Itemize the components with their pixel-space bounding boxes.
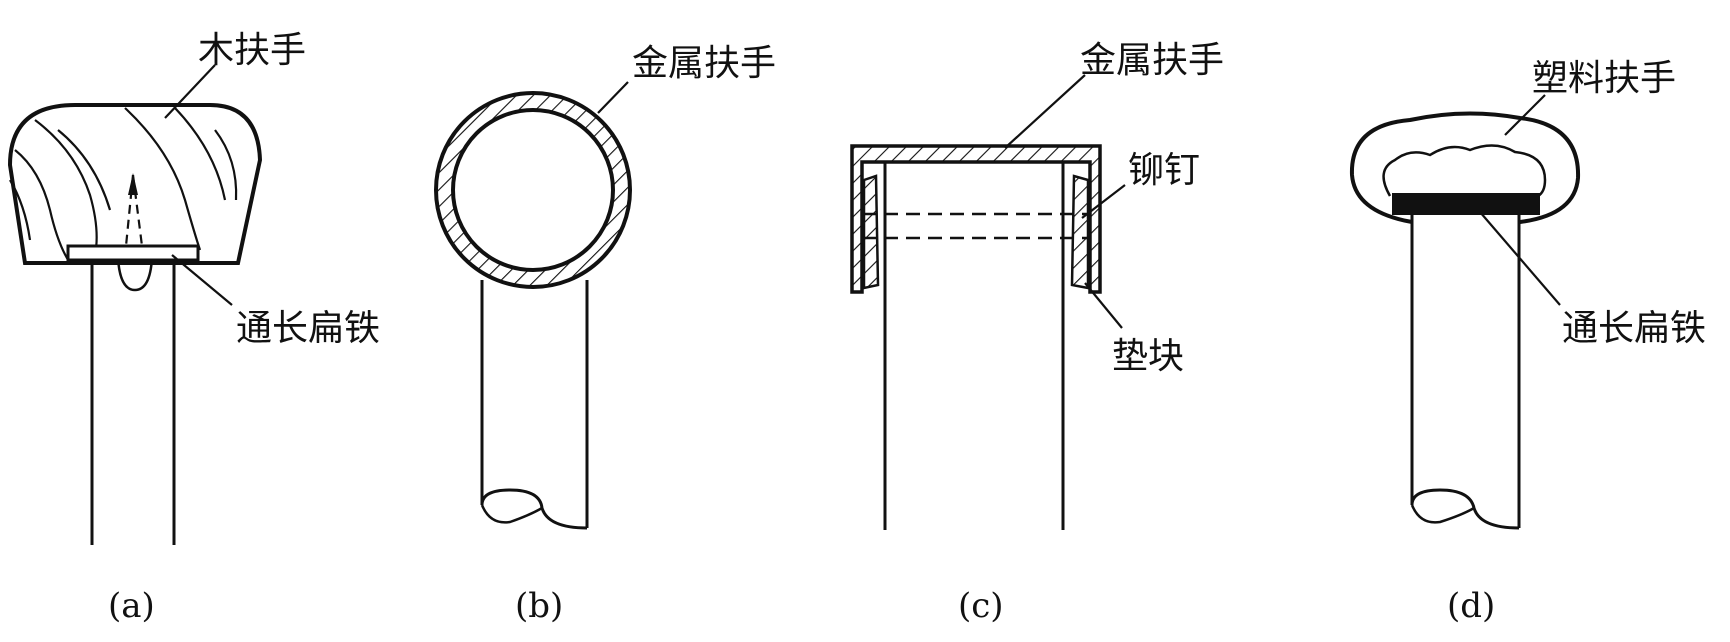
baluster-c — [883, 162, 1065, 530]
figure-b: 金属扶手 (b) — [434, 43, 776, 626]
pad-blocks-c — [862, 174, 1090, 290]
metal-tube-b — [434, 91, 632, 289]
label-metal-handrail-c: 金属扶手 — [1080, 40, 1224, 81]
leader-bottom-d — [1479, 211, 1561, 306]
rivet-c — [862, 212, 1090, 240]
label-flat-iron-a: 通长扁铁 — [236, 308, 380, 349]
leader-top-c — [1004, 74, 1086, 149]
figure-d: 塑料扶手 通长扁铁 (d) — [1349, 58, 1706, 626]
baluster-b — [480, 280, 589, 530]
caption-b: (b) — [515, 586, 563, 626]
label-wood-handrail: 木扶手 — [198, 30, 306, 71]
leader-top-d — [1504, 94, 1546, 136]
plastic-handrail-d — [1349, 111, 1581, 224]
leader-bottom-a — [171, 254, 233, 306]
label-metal-handrail-b: 金属扶手 — [632, 43, 776, 84]
flat-iron-bar-a — [66, 244, 200, 262]
caption-c: (c) — [958, 586, 1004, 626]
caption-a: (a) — [108, 586, 155, 626]
leader-pad-c — [1084, 282, 1123, 329]
figure-a: 木扶手 通长扁铁 (a) — [7, 30, 380, 626]
label-rivet: 铆钉 — [1128, 150, 1200, 191]
wood-handrail-a — [7, 103, 263, 265]
flat-iron-bar-d — [1392, 193, 1540, 215]
baluster-a — [90, 257, 176, 545]
caption-d: (d) — [1447, 586, 1495, 626]
label-pad-block: 垫块 — [1112, 336, 1184, 377]
metal-channel-c — [850, 144, 1102, 294]
label-plastic-handrail: 塑料扶手 — [1532, 58, 1676, 99]
leader-top-b — [597, 81, 629, 114]
leader-rivet-c — [1081, 184, 1126, 219]
label-flat-iron-d: 通长扁铁 — [1562, 308, 1706, 349]
baluster-d — [1410, 215, 1521, 530]
figure-c: 金属扶手 铆钉 垫块 (c) — [850, 40, 1224, 626]
leader-top-a — [164, 64, 216, 119]
